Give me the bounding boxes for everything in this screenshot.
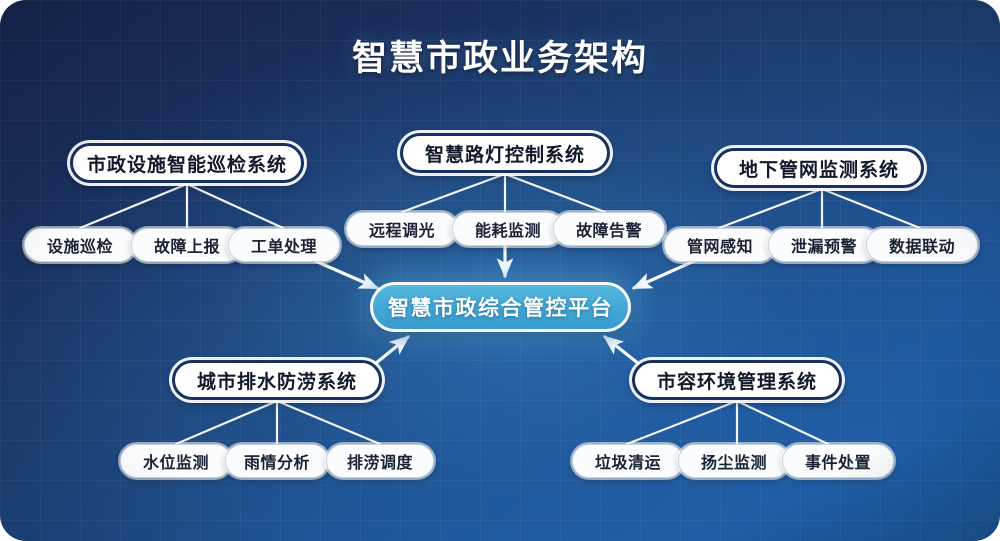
leaf-node-fault-report[interactable]: 故障上报 bbox=[131, 228, 243, 262]
leaf-node-garbage-removal[interactable]: 垃圾清运 bbox=[572, 444, 684, 478]
leaf-node-event-handling[interactable]: 事件处置 bbox=[782, 444, 894, 478]
page-title: 智慧市政业务架构 bbox=[351, 39, 648, 78]
leaf-node-leak-warning[interactable]: 泄漏预警 bbox=[768, 228, 880, 262]
leaf-node-water-level[interactable]: 水位监测 bbox=[120, 444, 232, 478]
central-platform-node[interactable]: 智慧市政综合管控平台 bbox=[370, 282, 631, 332]
leaf-node-pipe-sensing[interactable]: 管网感知 bbox=[664, 228, 776, 262]
group-node-drainage[interactable]: 城市排水防涝系统 bbox=[172, 360, 382, 400]
leaf-node-dust-monitoring[interactable]: 扬尘监测 bbox=[678, 444, 790, 478]
leaf-node-fault-alarm[interactable]: 故障告警 bbox=[553, 212, 665, 246]
leaf-node-rain-analysis[interactable]: 雨情分析 bbox=[225, 444, 329, 478]
group-node-cityscape[interactable]: 市容环境管理系统 bbox=[632, 360, 842, 400]
leaf-node-facility-inspection[interactable]: 设施巡检 bbox=[24, 228, 136, 262]
leaf-node-remote-dimming[interactable]: 远程调光 bbox=[346, 212, 458, 246]
group-node-pipe-network[interactable]: 地下管网监测系统 bbox=[714, 148, 924, 188]
group-node-inspection[interactable]: 市政设施智能巡检系统 bbox=[70, 143, 304, 183]
leaf-node-drainage-dispatch[interactable]: 排涝调度 bbox=[326, 444, 434, 478]
leaf-node-energy-monitoring[interactable]: 能耗监测 bbox=[452, 212, 564, 246]
leaf-node-work-order[interactable]: 工单处理 bbox=[228, 228, 340, 262]
leaf-node-data-linkage[interactable]: 数据联动 bbox=[866, 228, 978, 262]
group-node-streetlight[interactable]: 智慧路灯控制系统 bbox=[400, 133, 610, 173]
